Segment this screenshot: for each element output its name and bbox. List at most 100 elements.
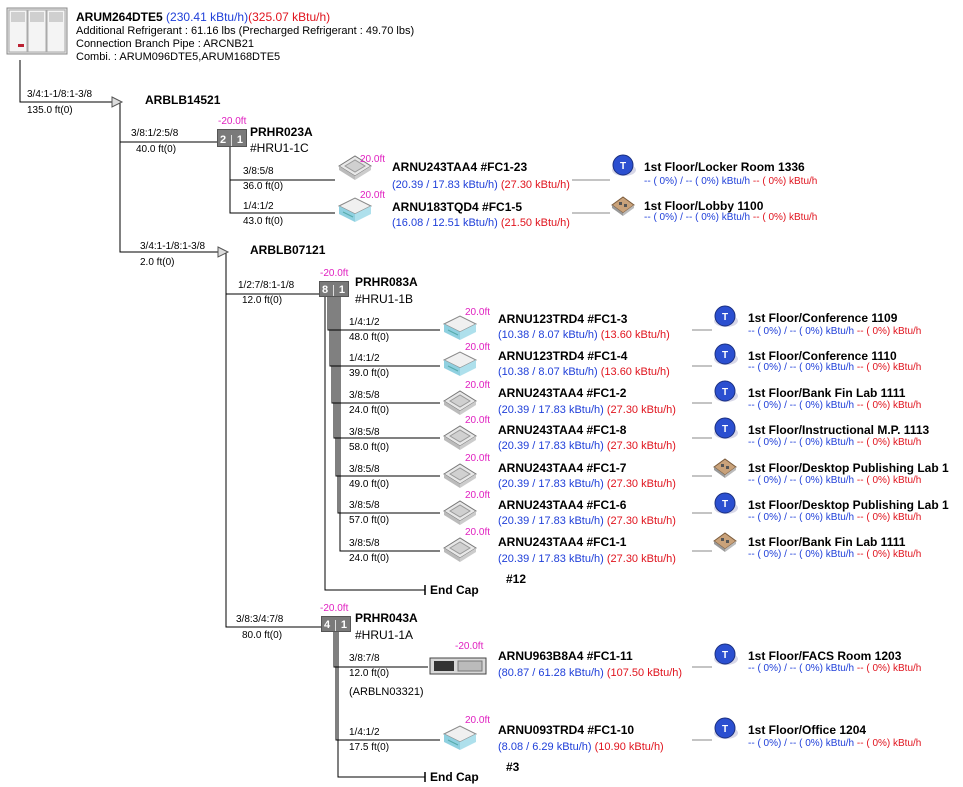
room-name[interactable]: 1st Floor/Lobby 1100 (644, 199, 764, 213)
branch-name[interactable]: ARBLB14521 (145, 93, 221, 107)
indoor-unit-icon[interactable] (440, 420, 480, 454)
room-icon[interactable] (610, 193, 635, 217)
hru-name[interactable]: PRHR083A (355, 275, 418, 289)
indoor-unit-icon[interactable] (440, 720, 480, 754)
hru-length: 12.0 ft(0) (242, 295, 283, 306)
room-load-ratio: -- ( 0%) / -- ( 0%) kBtu/h (748, 362, 855, 373)
svg-text:T: T (722, 650, 728, 661)
room-name[interactable]: 1st Floor/Locker Room 1336 (644, 160, 805, 174)
room-name[interactable]: 1st Floor/Office 1204 (748, 723, 867, 737)
unit-offset: -20.0ft (455, 641, 484, 652)
outdoor-unit-image[interactable] (6, 4, 68, 56)
room-name[interactable]: 1st Floor/Bank Fin Lab 1111 (748, 386, 906, 400)
branch-length: 135.0 ft(0) (27, 105, 73, 116)
room-name[interactable]: 1st Floor/Conference 1109 (748, 311, 898, 325)
indoor-unit-icon[interactable] (440, 458, 480, 492)
unit-offset: 20.0ft (465, 490, 491, 501)
room-load-total: -- ( 0%) kBtu/h (856, 663, 922, 674)
hru-length: 40.0 ft(0) (136, 144, 177, 155)
outdoor-model[interactable]: ARUM264DTE5 (76, 10, 163, 24)
thermostat-icon[interactable]: T (712, 380, 738, 404)
unit-pipe-length: 58.0 ft(0) (349, 442, 390, 453)
room-name[interactable]: 1st Floor/Desktop Publishing Lab 1 (748, 461, 949, 475)
thermostat-icon[interactable]: T (712, 305, 738, 329)
svg-text:T: T (722, 387, 728, 398)
svg-text:T: T (722, 312, 728, 323)
room-icon[interactable] (712, 455, 737, 479)
unit-model[interactable]: ARNU243TAA4 #FC1-23 (392, 160, 528, 174)
room-name[interactable]: 1st Floor/Bank Fin Lab 1111 (748, 535, 906, 549)
unit-model[interactable]: ARNU963B8A4 #FC1-11 (498, 649, 633, 663)
end-cap-label[interactable]: End Cap (430, 770, 479, 784)
unit-capacity: (8.08 / 6.29 kBtu/h) (10.90 kBtu/h) (498, 741, 664, 753)
unit-pipe-size: 1/4:1/2 (349, 727, 380, 738)
indoor-unit-icon[interactable] (440, 385, 480, 419)
indoor-unit-icon[interactable] (440, 346, 480, 380)
unit-capacity-cool-heat: (20.39 / 17.83 kBtu/h) (498, 478, 604, 490)
unit-capacity-total: (27.30 kBtu/h) (500, 179, 570, 191)
room-icon[interactable] (712, 529, 737, 553)
room-load-status: -- ( 0%) / -- ( 0%) kBtu/h -- ( 0%) kBtu… (748, 663, 921, 674)
unit-pipe-size: 3/8:5/8 (349, 500, 380, 511)
indoor-unit-icon[interactable] (440, 532, 480, 566)
room-load-total: -- ( 0%) kBtu/h (752, 212, 818, 223)
room-load-status: -- ( 0%) / -- ( 0%) kBtu/h -- ( 0%) kBtu… (748, 400, 921, 411)
hru-port-index: 1 (340, 619, 347, 631)
room-load-ratio: -- ( 0%) / -- ( 0%) kBtu/h (748, 663, 855, 674)
indoor-unit-icon[interactable] (335, 192, 375, 226)
room-load-status: -- ( 0%) / -- ( 0%) kBtu/h -- ( 0%) kBtu… (644, 176, 817, 187)
room-load-status: -- ( 0%) / -- ( 0%) kBtu/h -- ( 0%) kBtu… (748, 549, 921, 560)
outdoor-branch-pipe: Connection Branch Pipe : ARCNB21 (76, 38, 254, 50)
hru-box[interactable]: 2 1 (217, 129, 247, 147)
unit-model[interactable]: ARNU243TAA4 #FC1-1 (498, 535, 627, 549)
end-cap-count: #3 (506, 760, 520, 774)
thermostat-icon[interactable]: T (712, 643, 738, 667)
thermostat-icon[interactable]: T (610, 154, 636, 178)
thermostat-icon[interactable]: T (712, 717, 738, 741)
unit-model[interactable]: ARNU093TRD4 #FC1-10 (498, 723, 635, 737)
unit-model[interactable]: ARNU123TRD4 #FC1-4 (498, 349, 628, 363)
room-load-total: -- ( 0%) kBtu/h (856, 362, 922, 373)
room-name[interactable]: 1st Floor/Conference 1110 (748, 349, 897, 363)
unit-pipe-length: 12.0 ft(0) (349, 668, 390, 679)
branch-name[interactable]: ARBLB07121 (250, 243, 326, 257)
unit-pipe-length: 24.0 ft(0) (349, 553, 390, 564)
thermostat-icon[interactable]: T (712, 492, 738, 516)
hru-id: #HRU1-1C (250, 141, 309, 155)
indoor-unit-icon[interactable] (335, 150, 375, 184)
hru-box[interactable]: 4 1 (321, 616, 351, 632)
indoor-unit-icon[interactable] (428, 652, 490, 678)
unit-model[interactable]: ARNU243TAA4 #FC1-8 (498, 423, 627, 437)
indoor-unit-icon[interactable] (440, 495, 480, 529)
hru-length: 80.0 ft(0) (242, 630, 283, 641)
room-load-status: -- ( 0%) / -- ( 0%) kBtu/h -- ( 0%) kBtu… (748, 475, 921, 486)
svg-text:T: T (722, 499, 728, 510)
unit-capacity-total: (21.50 kBtu/h) (500, 217, 570, 229)
unit-model[interactable]: ARNU243TAA4 #FC1-7 (498, 461, 627, 475)
room-name[interactable]: 1st Floor/FACS Room 1203 (748, 649, 902, 663)
hru-name[interactable]: PRHR023A (250, 125, 313, 139)
unit-capacity-cool-heat: (10.38 / 8.07 kBtu/h) (498, 329, 598, 341)
hru-name[interactable]: PRHR043A (355, 611, 418, 625)
unit-pipe-size: 1/4:1/2 (243, 201, 274, 212)
unit-capacity: (20.39 / 17.83 kBtu/h) (27.30 kBtu/h) (498, 553, 676, 565)
unit-model[interactable]: ARNU243TAA4 #FC1-2 (498, 386, 627, 400)
unit-capacity: (20.39 / 17.83 kBtu/h) (27.30 kBtu/h) (392, 179, 570, 191)
unit-capacity-cool-heat: (20.39 / 17.83 kBtu/h) (498, 404, 604, 416)
unit-capacity-total: (107.50 kBtu/h) (606, 667, 683, 679)
unit-capacity: (20.39 / 17.83 kBtu/h) (27.30 kBtu/h) (498, 440, 676, 452)
hru-box[interactable]: 8 1 (319, 281, 349, 297)
end-cap-label[interactable]: End Cap (430, 583, 479, 597)
thermostat-icon[interactable]: T (712, 343, 738, 367)
room-name[interactable]: 1st Floor/Instructional M.P. 1113 (748, 423, 930, 437)
thermostat-icon[interactable]: T (712, 417, 738, 441)
unit-pipe-size: 1/4:1/2 (349, 353, 380, 364)
unit-model[interactable]: ARNU243TAA4 #FC1-6 (498, 498, 627, 512)
unit-pipe-length: 43.0 ft(0) (243, 216, 284, 227)
unit-pipe-length: 49.0 ft(0) (349, 479, 390, 490)
indoor-unit-icon[interactable] (440, 310, 480, 344)
unit-model[interactable]: ARNU183TQD4 #FC1-5 (392, 200, 523, 214)
unit-model[interactable]: ARNU123TRD4 #FC1-3 (498, 312, 628, 326)
room-name[interactable]: 1st Floor/Desktop Publishing Lab 1 (748, 498, 949, 512)
